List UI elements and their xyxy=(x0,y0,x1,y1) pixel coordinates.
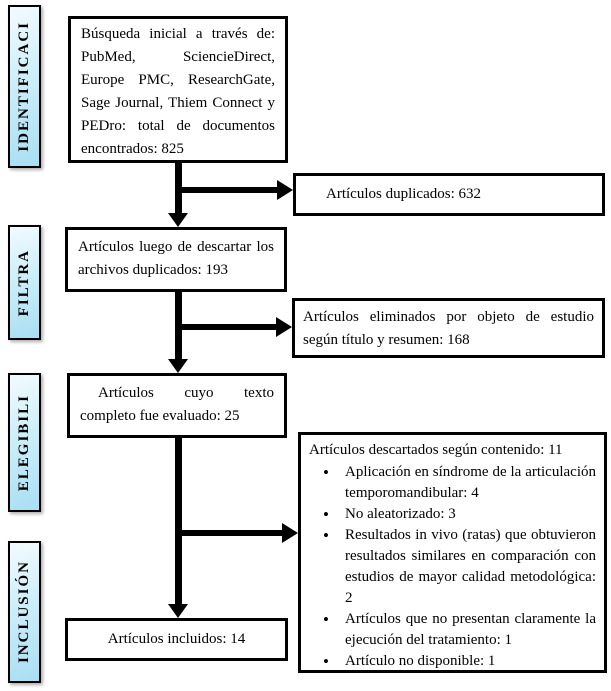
stage-screening: FILTRA xyxy=(8,225,41,340)
arrow-right-icon xyxy=(276,317,292,337)
content-excluded-box: Artículos descartados según contenido: 1… xyxy=(298,432,607,673)
stage-eligibility-label: ELEGIBILI xyxy=(16,393,32,492)
list-item: Resultados in vivo (ratas) que obtuviero… xyxy=(309,525,596,609)
stage-identification-label: IDENTIFICACI xyxy=(16,21,32,152)
arrow-right-icon xyxy=(282,523,298,543)
stage-inclusion: INCLUSIÓN xyxy=(8,541,41,683)
arrow-right-icon xyxy=(277,180,293,200)
list-item: No aleatorizado: 3 xyxy=(309,504,596,525)
list-item: Artículo no disponible: 1 xyxy=(309,651,596,672)
stage-inclusion-label: INCLUSIÓN xyxy=(16,560,32,664)
list-item: Artículos que no presentan claramente la… xyxy=(309,609,596,651)
arrow-to-content-excluded-line xyxy=(178,530,282,536)
stage-identification: IDENTIFICACI xyxy=(8,5,41,168)
arrow-to-title-abstract-line xyxy=(178,324,276,330)
included-articles-box: Artículos incluidos: 14 xyxy=(65,618,288,661)
stage-screening-label: FILTRA xyxy=(16,248,32,317)
stage-eligibility: ELEGIBILI xyxy=(8,373,41,512)
after-duplicates-box: Artículos luego de descartar los archivo… xyxy=(65,227,287,292)
arrow-down-icon xyxy=(168,359,188,373)
initial-search-box: Búsqueda inicial a través de: PubMed, Sc… xyxy=(68,16,288,163)
duplicates-excluded-box: Artículos duplicados: 632 xyxy=(293,173,605,216)
fulltext-evaluated-box: Artículos cuyo texto completo fue evalua… xyxy=(67,373,287,438)
arrow-down-icon xyxy=(168,213,188,227)
content-excluded-list: Aplicación en síndrome de la articulació… xyxy=(309,462,596,672)
list-item: Aplicación en síndrome de la articulació… xyxy=(309,462,596,504)
content-excluded-title: Artículos descartados según contenido: 1… xyxy=(309,442,563,458)
arrow-to-duplicates-line xyxy=(178,187,278,193)
arrow-eligibility-to-inclusion-line xyxy=(175,436,182,605)
arrow-down-icon xyxy=(168,604,188,618)
title-abstract-excluded-box: Artículos eliminados por objeto de estud… xyxy=(292,298,605,358)
